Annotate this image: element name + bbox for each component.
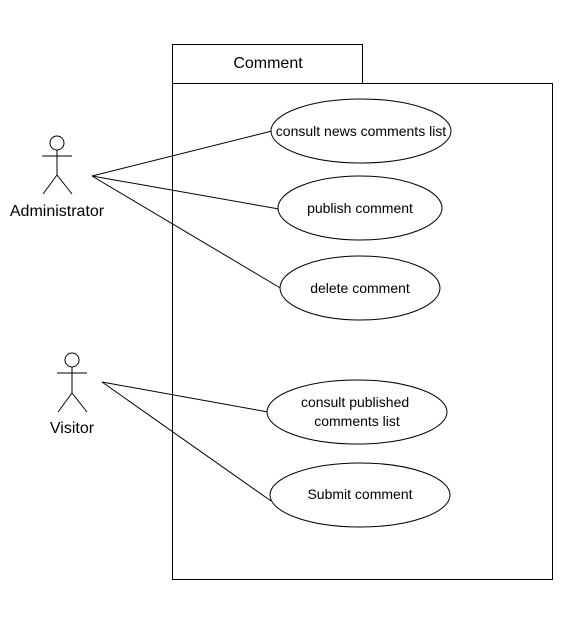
use-case-label: consult published comments list [301,394,413,429]
use-case-ellipse [269,462,451,528]
association-administrator-publish-comment [91,175,280,210]
use-case-consult-news-comments-list[interactable]: consult news comments list [270,98,452,164]
actor-left-leg [57,392,73,413]
system-tab-box [172,44,363,84]
actor-left-leg [42,174,58,195]
associations [91,130,283,502]
actor-right-leg [71,392,88,413]
actor-label: Administrator [10,203,105,220]
use-case-delete-comment[interactable]: delete comment [279,255,441,321]
use-case-label: Submit comment [307,486,412,502]
actor-administrator[interactable]: Administrator [10,135,105,220]
actor-visitor[interactable]: Visitor [50,352,95,437]
actor-head [49,135,65,151]
system-title: Comment [233,55,303,72]
association-administrator-consult-news-comments-list [91,130,273,177]
use-case-ellipse [279,255,441,321]
use-case-ellipse [277,175,443,241]
system-tab: Comment [172,44,363,84]
use-case-label: publish comment [307,200,413,216]
use-case-label: delete comment [310,280,410,296]
use-case-submit-comment[interactable]: Submit comment [269,462,451,528]
use-case-consult-published-comments-list[interactable]: consult published comments list [266,379,448,445]
actor-label: Visitor [50,420,95,437]
use-case-publish-comment[interactable]: publish comment [277,175,443,241]
actor-right-leg [56,174,73,195]
association-visitor-submit-comment [101,381,272,502]
use-case-ellipse [270,98,452,164]
use-cases: consult news comments list publish comme… [266,98,452,528]
use-case-ellipse [266,379,448,445]
association-administrator-delete-comment [91,175,283,290]
use-case-label: consult news comments list [276,123,447,139]
association-visitor-consult-published-comments-list [101,381,269,413]
actor-head [64,352,80,368]
